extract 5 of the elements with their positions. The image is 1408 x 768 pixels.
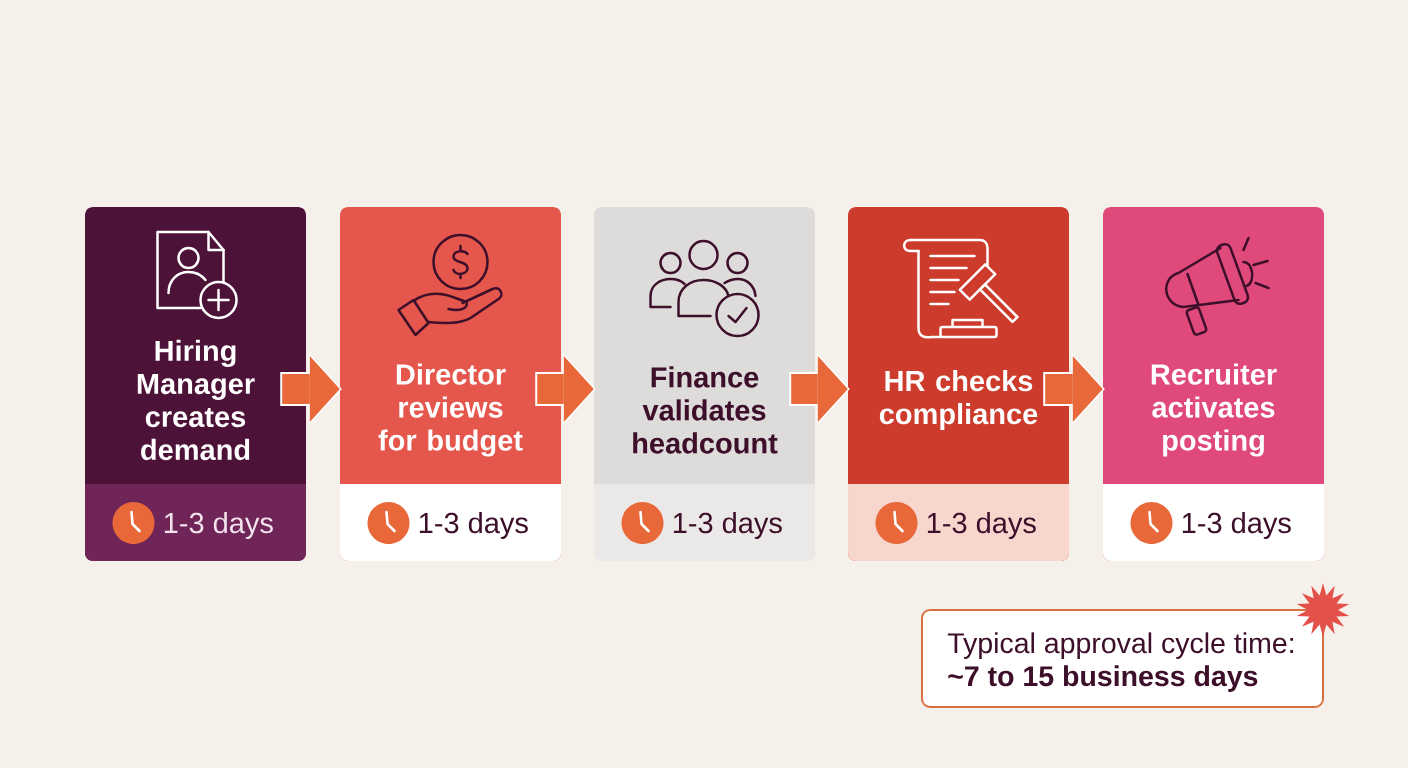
arrow [789, 352, 850, 426]
arrow [1043, 352, 1105, 426]
note-box: Typical approval cycle time: ~7 to 15 business days [921, 609, 1324, 708]
arrow [535, 352, 596, 426]
arrow [280, 352, 342, 426]
